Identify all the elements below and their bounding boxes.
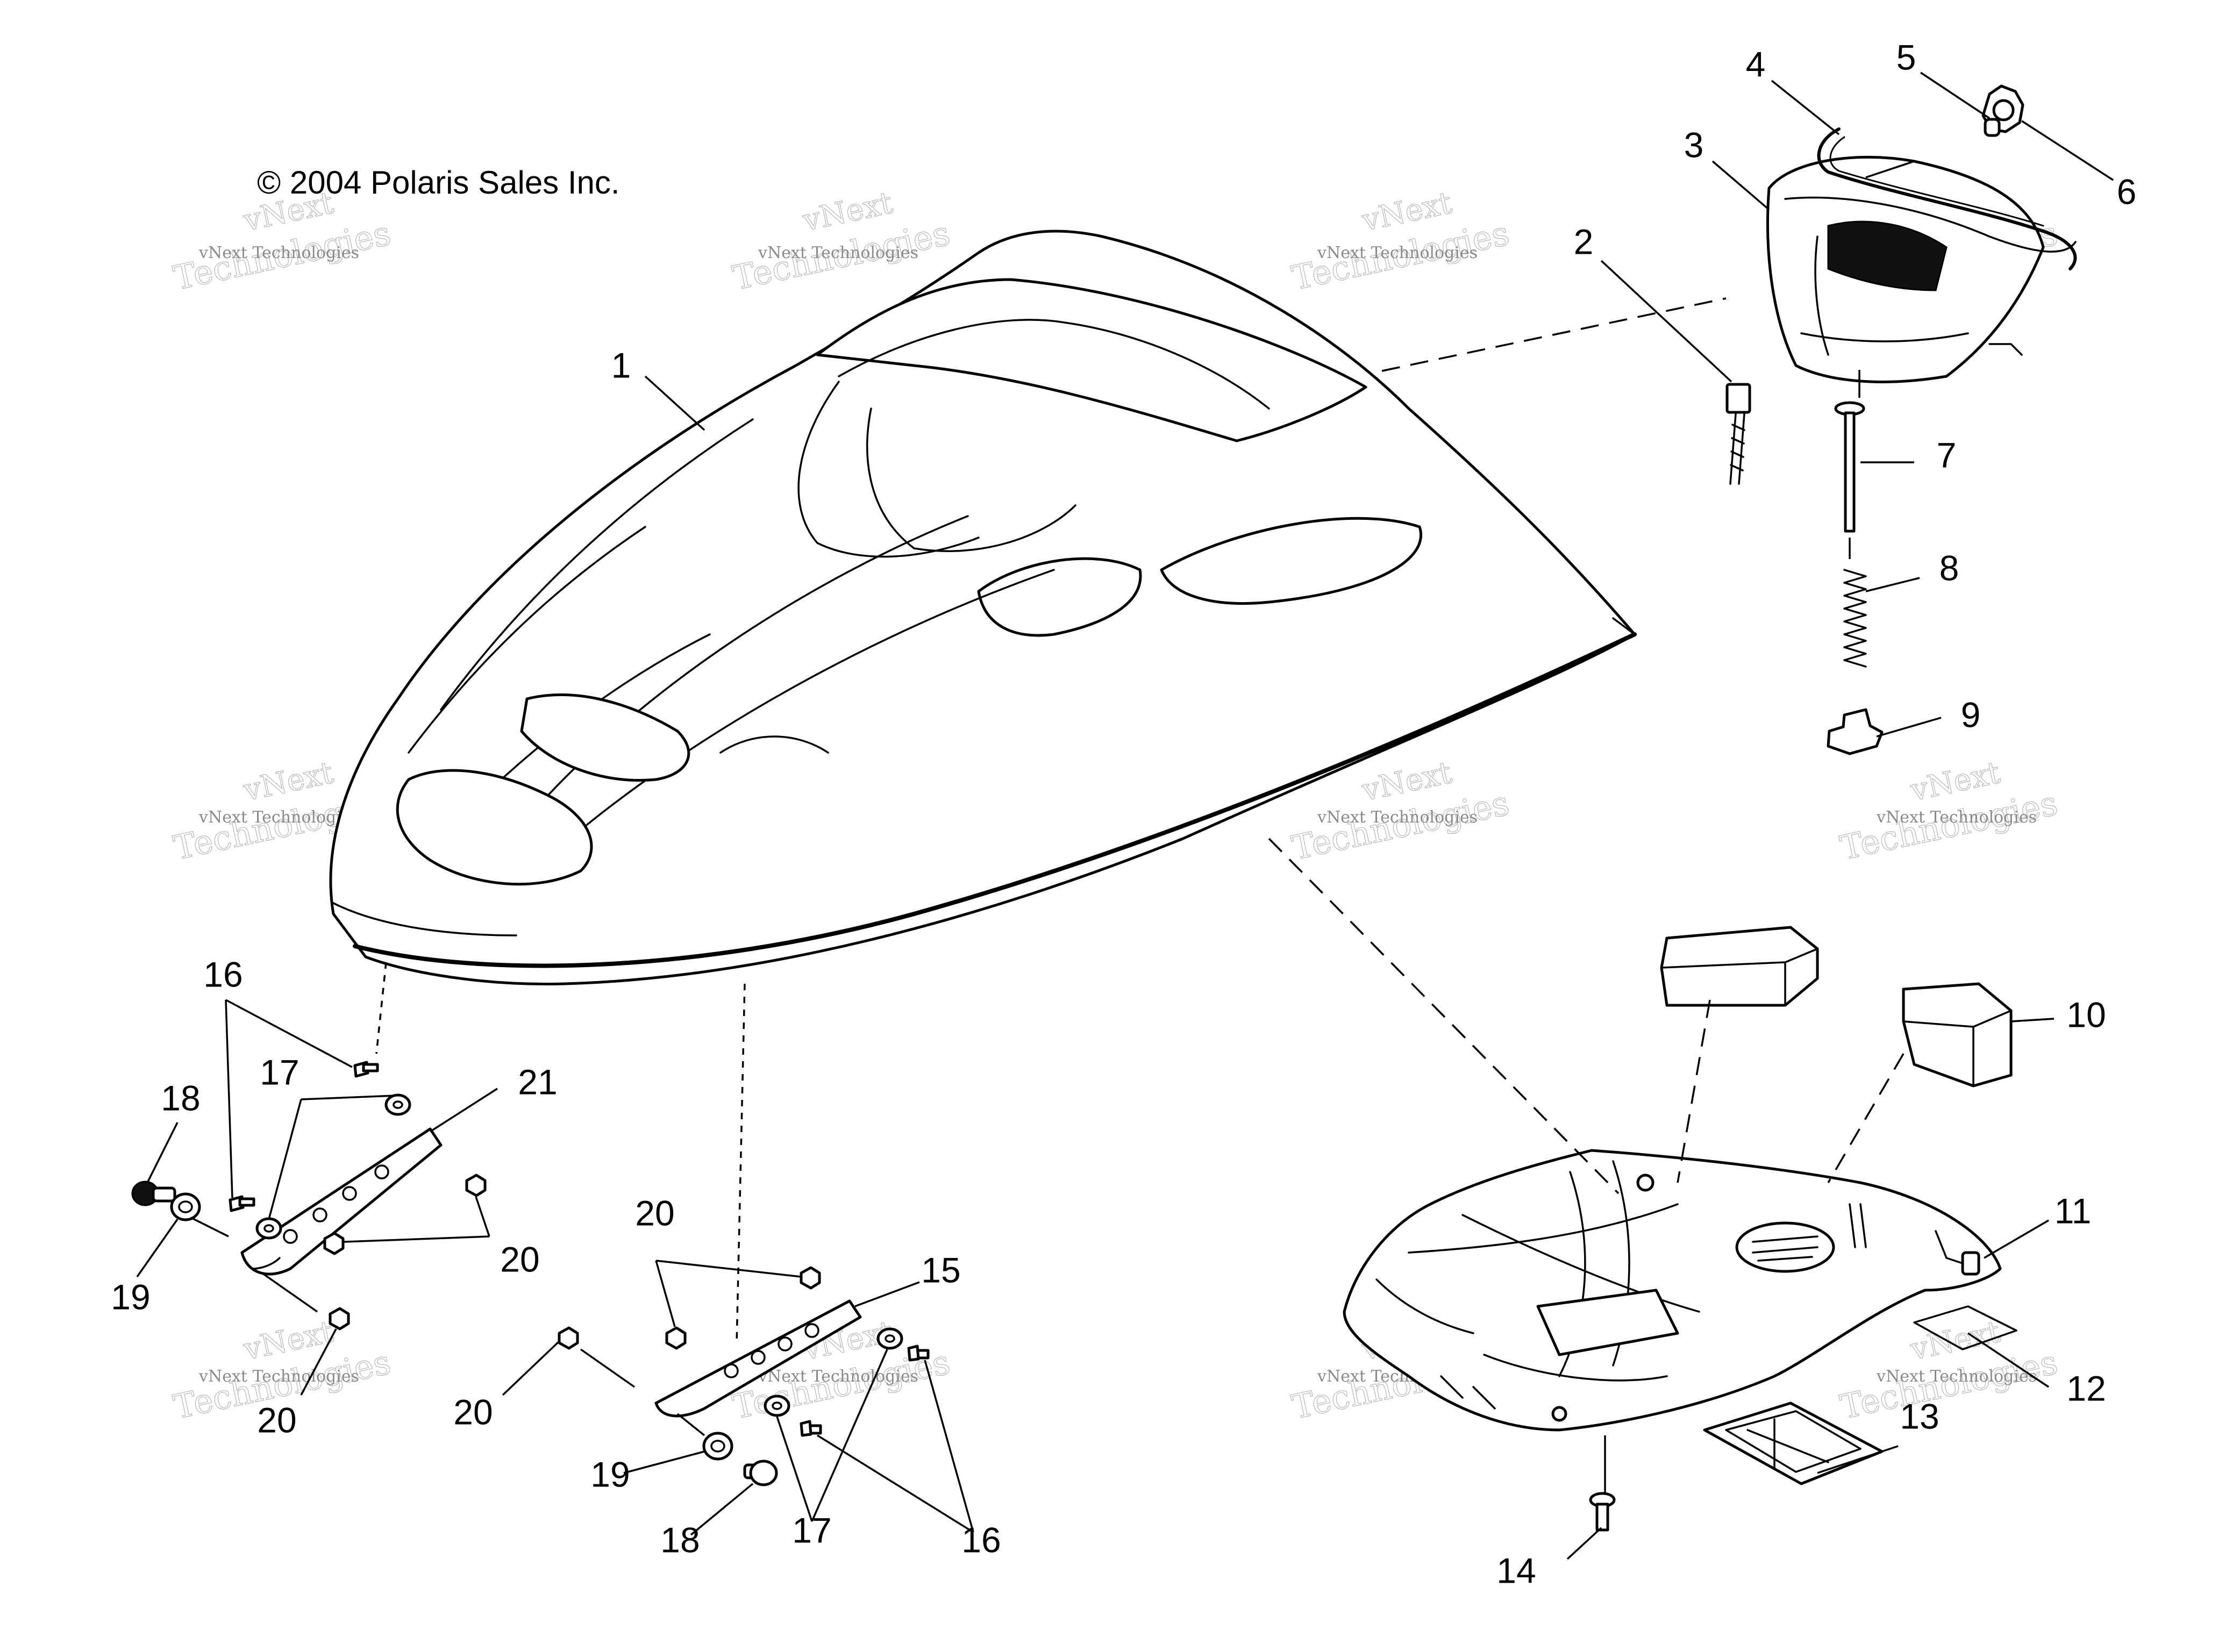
callout-20: 20 [635, 1193, 674, 1233]
callouts: 1 2 3 4 5 6 7 8 9 10 11 12 13 14 15 16 1… [111, 37, 2136, 1590]
bracket-part [240, 1127, 443, 1276]
callout-17: 17 [260, 1052, 299, 1092]
plug-part [1827, 708, 1884, 755]
spring-part [1843, 569, 1867, 668]
hood-part [329, 230, 1637, 985]
callout-18: 18 [660, 1520, 700, 1560]
callout-13: 13 [1900, 1396, 1939, 1436]
watermark: vNext Technologies [1837, 755, 2062, 868]
copyright-text: © 2004 Polaris Sales Inc. [257, 165, 620, 201]
watermark-small: vNext Technologies [198, 1367, 359, 1386]
watermark-small: vNext Technologies [198, 244, 359, 262]
callout-9: 9 [1961, 695, 1981, 734]
watermark-small: vNext Technologies [1317, 808, 1478, 827]
callout-20: 20 [257, 1400, 296, 1440]
watermark-small: vNext Technologies [1876, 808, 2037, 827]
callout-19: 19 [111, 1277, 150, 1317]
watermark-small: vNext Technologies [198, 808, 359, 827]
watermark-small: vNext Technologies [1876, 1367, 2037, 1386]
callout-15: 15 [921, 1250, 960, 1290]
callout-21: 21 [518, 1062, 557, 1102]
callout-20: 20 [500, 1239, 539, 1279]
decal-part [1913, 1305, 2017, 1350]
filter-part [1703, 1401, 1884, 1485]
callout-17: 17 [792, 1510, 831, 1550]
callout-16: 16 [961, 1520, 1001, 1560]
callout-8: 8 [1939, 548, 1959, 588]
connector-part [1725, 383, 1751, 485]
knob-part [1981, 84, 2024, 137]
bracket-part [654, 1299, 862, 1418]
assembly-lines [190, 160, 1915, 1494]
pin-part [1834, 401, 1865, 533]
watermark-small: vNext Technologies [758, 244, 918, 262]
leader-lines [136, 71, 2114, 1560]
windshield-part [1766, 155, 2077, 383]
callout-7: 7 [1937, 435, 1957, 475]
callout-11: 11 [2055, 1191, 2092, 1231]
callout-18: 18 [161, 1078, 200, 1118]
callout-2: 2 [1574, 221, 1594, 261]
callout-16: 16 [203, 954, 243, 994]
foam-block-part [1660, 926, 1819, 1007]
belly-pan-part [1343, 1149, 2002, 1432]
screw-part [1589, 1492, 1616, 1532]
callout-12: 12 [2066, 1368, 2106, 1408]
callout-10: 10 [2066, 995, 2106, 1034]
callout-5: 5 [1896, 37, 1916, 77]
callout-19: 19 [590, 1454, 630, 1494]
watermark-small: vNext Technologies [758, 1367, 918, 1386]
callout-20: 20 [453, 1392, 493, 1432]
hardware-part [558, 1266, 930, 1486]
hardware-part [131, 1061, 487, 1331]
callout-3: 3 [1684, 125, 1704, 165]
foam-block-part [1902, 982, 2013, 1088]
watermark: vNext Technologies [1288, 185, 1513, 298]
trim-part [1817, 127, 2077, 270]
watermark-small: vNext Technologies [1317, 244, 1478, 262]
watermark: vNext Technologies [729, 185, 954, 298]
callout-14: 14 [1496, 1550, 1536, 1590]
callout-1: 1 [611, 345, 631, 385]
callout-4: 4 [1746, 44, 1766, 84]
callout-6: 6 [2117, 171, 2137, 211]
